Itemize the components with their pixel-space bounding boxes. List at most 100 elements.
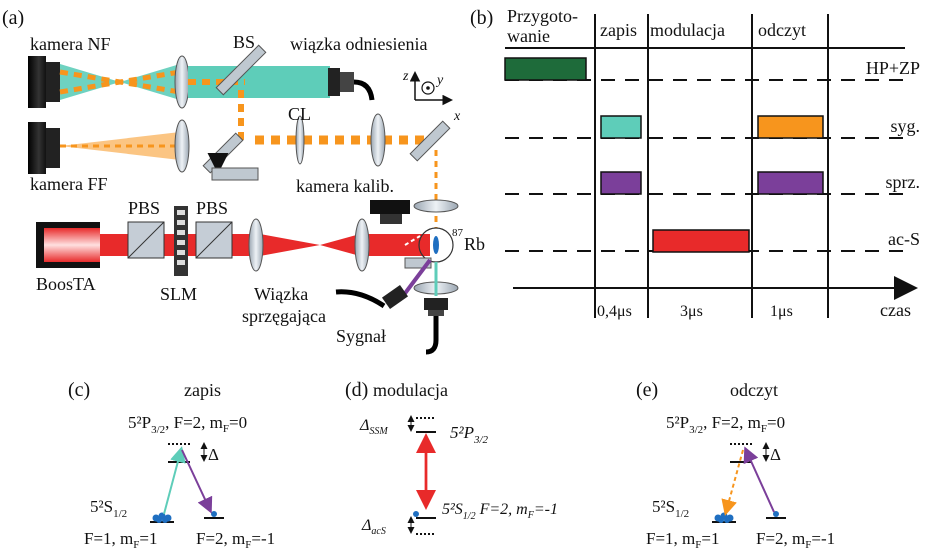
e-upper-level: 5²P3/2, F=2, mF=0 (666, 413, 785, 436)
phase-modulation: modulacja (650, 20, 725, 40)
reference-beam-label: wiązka odniesienia (290, 34, 427, 54)
c-right-state: F=2, mF=-1 (196, 529, 275, 551)
rb-superscript: 87 (452, 227, 464, 239)
mirror-right (409, 120, 451, 162)
panel-b: (b) Przygoto- wanie zapis modulacja odcz… (470, 6, 920, 320)
row-acs: ac-S (888, 229, 920, 249)
row-hpzp: HP+ZP (866, 58, 920, 78)
mirror-calib (202, 132, 244, 174)
panel-e: (e) odczyt 5²P3/2, F=2, mF=0 Δ 5²S1/2 F=… (636, 379, 835, 551)
slm-label: SLM (160, 284, 197, 304)
pulse-sprz-read (757, 171, 824, 195)
rb-label: Rb (464, 234, 485, 254)
cl-label: CL (288, 104, 311, 124)
coupling-fiber-icon (335, 284, 409, 310)
coupling-beam (401, 258, 432, 298)
bs-label: BS (233, 32, 255, 52)
cylindrical-lens (295, 115, 305, 165)
red-beam-focus (260, 234, 360, 256)
e-atom-right (773, 511, 779, 517)
coupling-beam-label-1: Wiązka (254, 284, 308, 304)
teal-beam-top (188, 66, 330, 98)
calib-mirror-base (211, 167, 259, 181)
d-lower-label: 5²S1/2 F=2, mF=-1 (442, 501, 558, 522)
c-atoms (152, 512, 172, 523)
nf-orange-beam-2 (59, 69, 181, 95)
coupling-beam-label-2: sprzęgająca (242, 306, 326, 326)
panel-c-title: zapis (184, 380, 221, 400)
row-sprz: sprz. (886, 172, 921, 192)
pulse-acs (652, 229, 750, 253)
calib-camera-label: kamera kalib. (296, 176, 394, 196)
camera-nf-icon (28, 56, 60, 108)
panel-a: (a) kamera NF BS wiązka odniesienia (2, 7, 485, 355)
c-atom-right (211, 511, 217, 517)
camera-ff-icon (28, 122, 60, 174)
slm-pixels (177, 210, 185, 265)
beam-splitter (215, 44, 267, 96)
lens-1 (174, 55, 190, 109)
pick-off-beam (404, 235, 421, 246)
panel-d: (d) modulacja ΔSSM 5²P3/2 5²S1/2 F=2, mF… (345, 379, 558, 537)
pulse-syg-write (600, 115, 642, 139)
e-signal-arrow (721, 449, 744, 516)
panel-c-label: (c) (68, 379, 90, 401)
d-delta-acs: ΔacS (361, 517, 386, 537)
pbs-1-label: PBS (128, 198, 160, 218)
boosta-icon (36, 222, 100, 268)
axis-x-label: x (453, 109, 461, 124)
camera-nf-label: kamera NF (30, 34, 110, 54)
axis-y-label: y (435, 73, 444, 88)
panel-c: (c) zapis 5²P3/2, F=2, mF=0 Δ 5²S1/2 F=1… (68, 379, 275, 551)
c-delta: Δ (208, 445, 219, 464)
d-upper-label: 5²P3/2 (450, 423, 489, 446)
duration-write: 0,4μs (597, 303, 632, 320)
panel-a-label: (a) (2, 7, 24, 29)
e-left-state: F=1, mF=1 (646, 529, 719, 551)
e-delta: Δ (770, 445, 781, 464)
phase-write: zapis (600, 20, 637, 40)
c-signal-arrow (163, 446, 186, 515)
phase-prep-1: Przygoto- (507, 6, 578, 26)
atom-cloud (433, 236, 439, 254)
panel-e-label: (e) (636, 379, 658, 401)
signal-fiber-icon (424, 298, 448, 355)
e-right-state: F=2, mF=-1 (756, 529, 835, 551)
lens-bottom-2 (354, 218, 370, 272)
axis-z-label: z (402, 69, 409, 84)
time-label: czas (880, 300, 911, 320)
lens-bottom-1 (248, 218, 264, 272)
c-ground-level: 5²S1/2 (90, 497, 127, 520)
pulse-syg-read (757, 115, 824, 139)
panel-e-title: odczyt (730, 380, 778, 400)
lens-ff (174, 119, 190, 173)
axes-icon (409, 71, 453, 106)
phase-prep-2: wanie (507, 26, 550, 46)
c-coupling-arrow (181, 449, 213, 514)
c-upper-level: 5²P3/2, F=2, mF=0 (128, 413, 247, 436)
boosta-label: BoosTA (36, 274, 96, 294)
pulse-hpzp (504, 57, 587, 81)
panel-d-label: (d) (345, 379, 368, 401)
duration-modulation: 3μs (680, 303, 703, 320)
e-coupling-arrow (743, 446, 775, 513)
camera-ff-label: kamera FF (30, 174, 107, 194)
lens-cell-top (413, 199, 459, 213)
row-syg: syg. (890, 116, 920, 136)
calib-camera-icon (370, 200, 410, 224)
duration-read: 1μs (770, 303, 793, 320)
panel-d-title: modulacja (373, 380, 448, 400)
reference-fiber-icon (328, 68, 375, 101)
mirror-bottom (404, 257, 432, 269)
c-left-state: F=1, mF=1 (84, 529, 157, 551)
panel-b-label: (b) (470, 7, 493, 29)
pulse-sprz-write (600, 171, 642, 195)
e-ground-level: 5²S1/2 (652, 497, 689, 520)
signal-label: Sygnał (336, 326, 386, 346)
d-delta-ssm: ΔSSM (359, 417, 388, 437)
pbs-2-label: PBS (196, 198, 228, 218)
phase-read: odczyt (758, 20, 806, 40)
lens-right (370, 113, 386, 167)
time-axis-arrow-icon (894, 276, 918, 300)
